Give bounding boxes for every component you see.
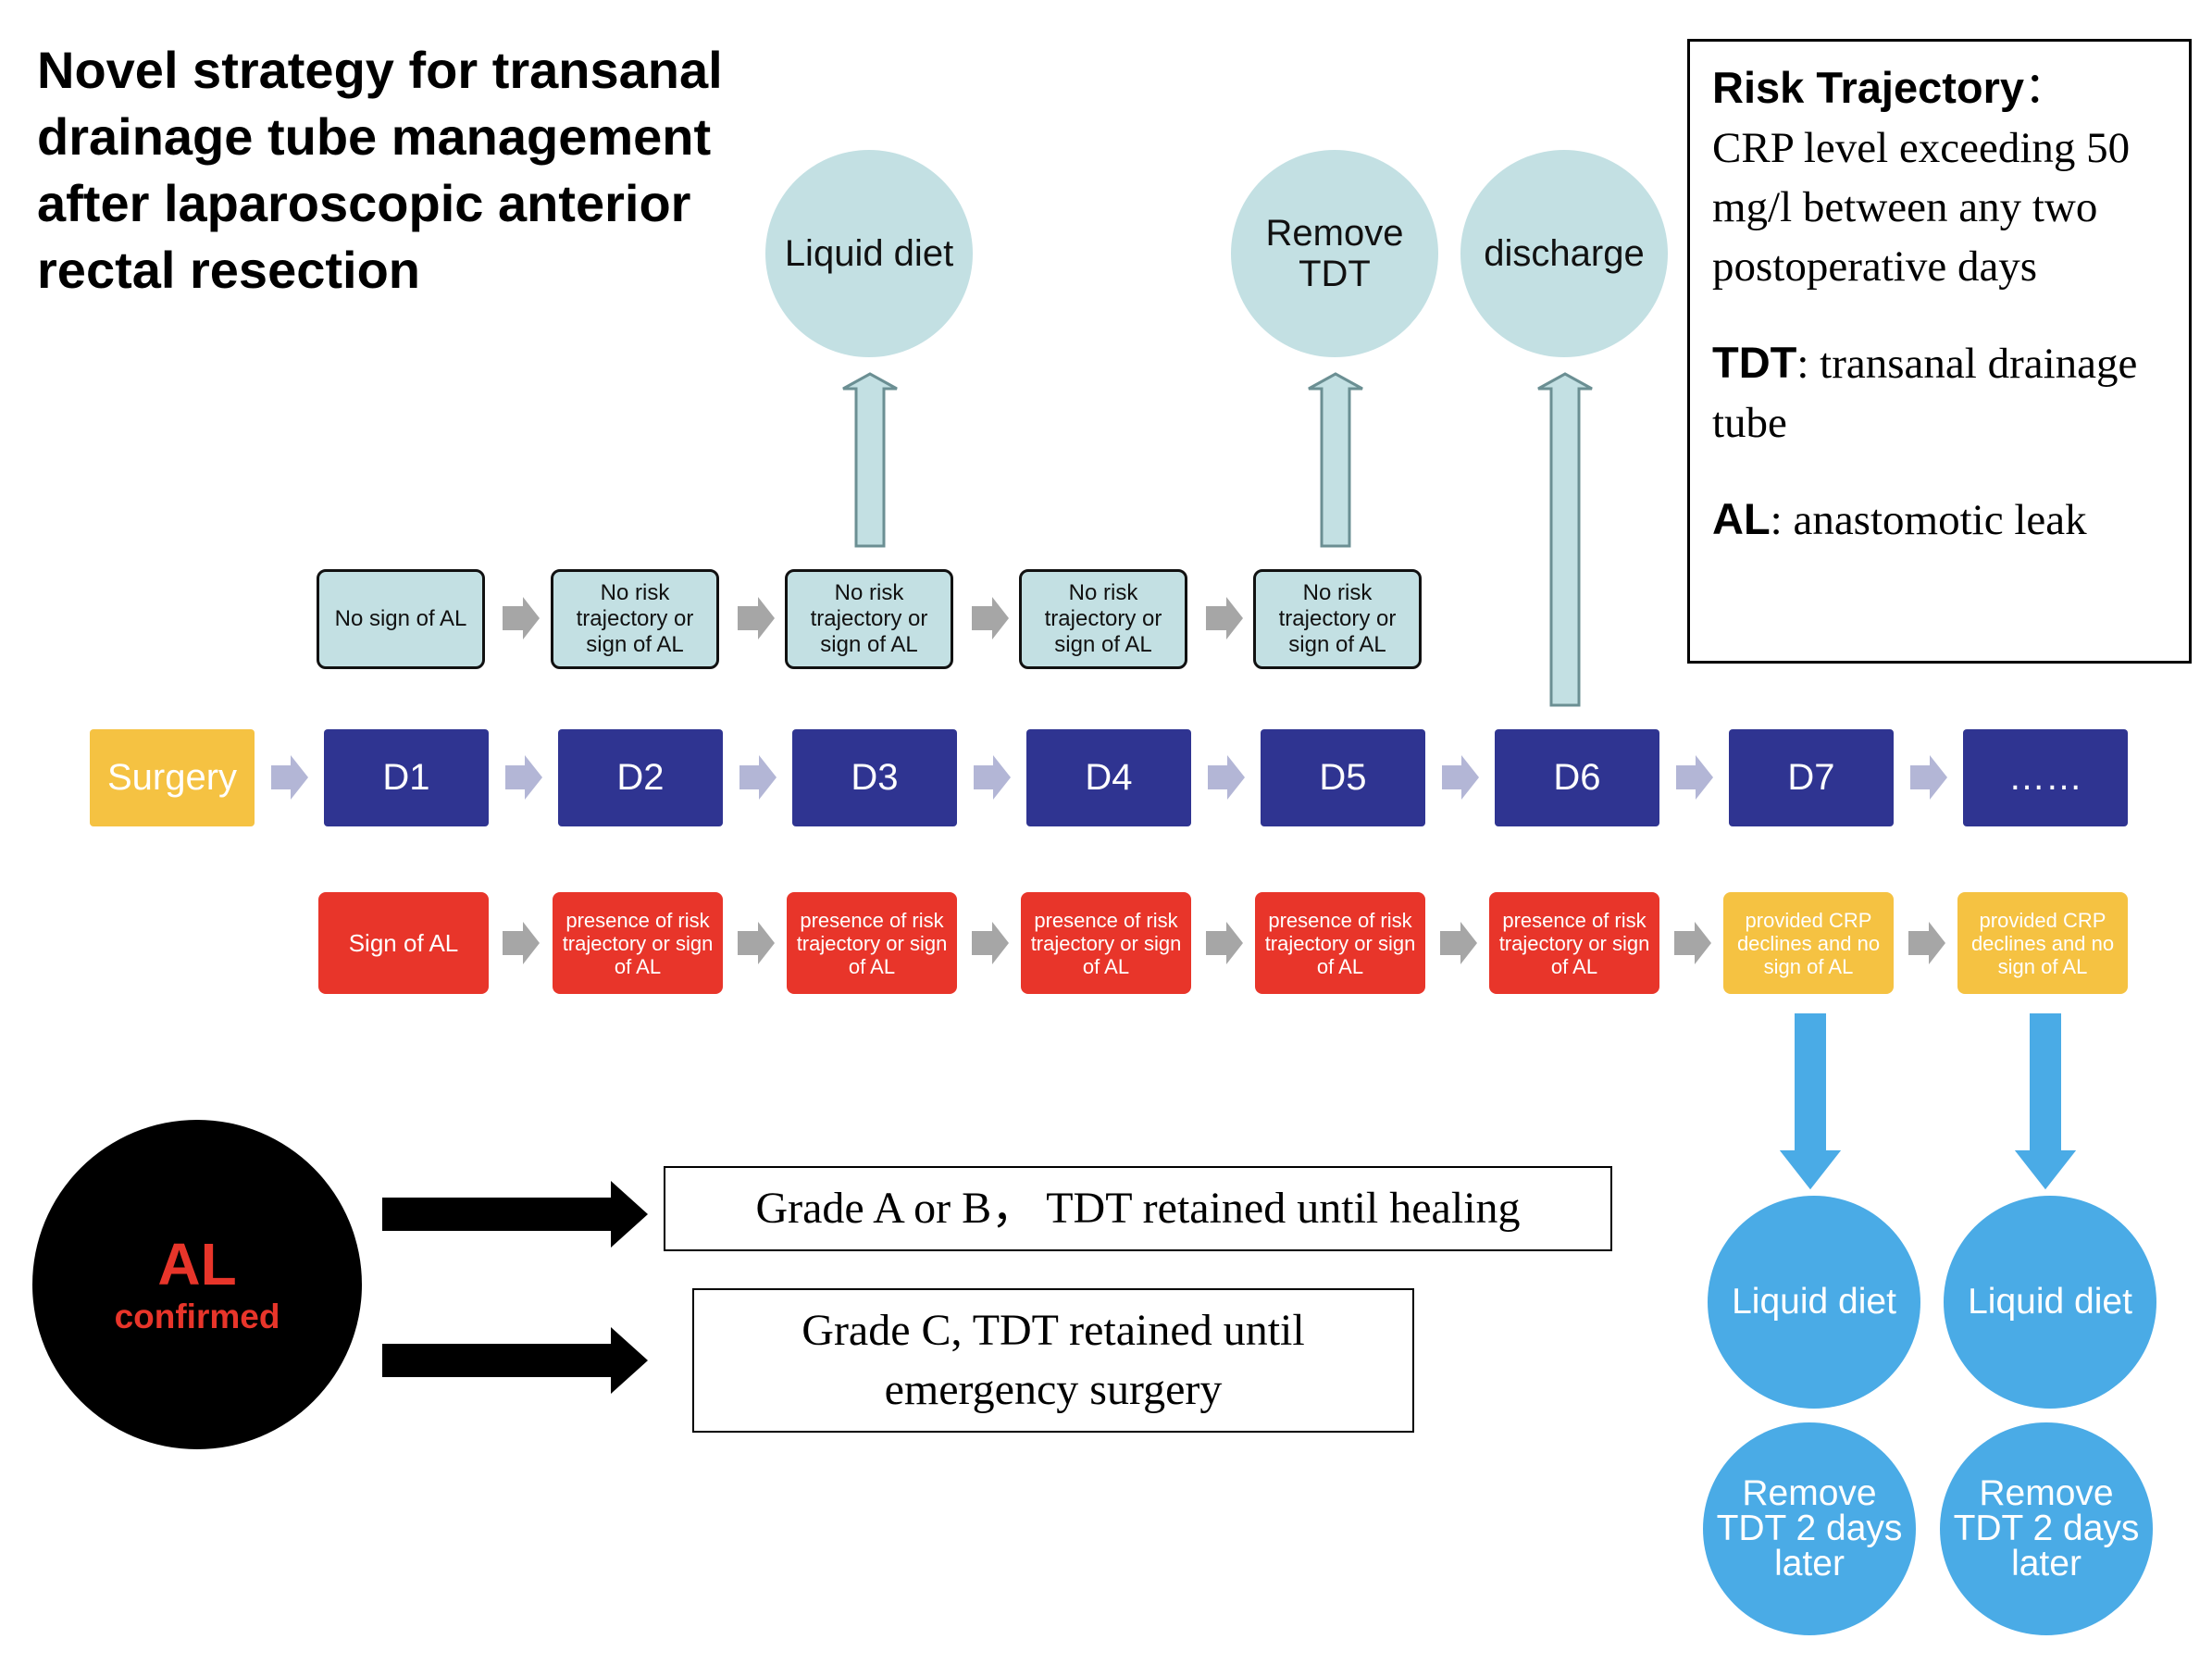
al-confirmed-main: AL — [157, 1231, 237, 1298]
timeline-d4: D4 — [1026, 729, 1191, 826]
grey-arrow — [503, 922, 540, 964]
grey-arrow — [972, 922, 1009, 964]
grey-arrow — [1440, 922, 1477, 964]
timeline-arrow — [974, 755, 1011, 800]
legend-al-term: AL — [1712, 494, 1771, 543]
timeline-arrow — [739, 755, 777, 800]
timeline-arrows — [271, 755, 1947, 800]
grey-arrow — [738, 922, 775, 964]
status-risk-d4: presence of risk trajectory or sign of A… — [1021, 892, 1191, 994]
grey-arrow — [1908, 922, 1945, 964]
legend-al-def: : anastomotic leak — [1770, 496, 2087, 544]
timeline-arrow — [271, 755, 308, 800]
grey-arrow — [1674, 922, 1711, 964]
timeline-d7: D7 — [1729, 729, 1894, 826]
status-risk-d5: presence of risk trajectory or sign of A… — [1255, 892, 1425, 994]
status-no-sign-al: No sign of AL — [317, 569, 485, 669]
timeline-d6: D6 — [1495, 729, 1659, 826]
al-confirmed-circle: AL confirmed — [32, 1120, 362, 1449]
down-arrow-d7 — [1779, 1013, 1842, 1190]
grey-arrow — [1206, 922, 1243, 964]
status-no-risk-d5: No risk trajectory or sign of AL — [1253, 569, 1422, 669]
status-risk-d3: presence of risk trajectory or sign of A… — [787, 892, 957, 994]
status-risk-d6: presence of risk trajectory or sign of A… — [1489, 892, 1659, 994]
legend-risk-term: Risk Trajectory — [1712, 63, 2025, 112]
legend-box: Risk Trajectory： CRP level exceeding 50 … — [1687, 39, 2192, 664]
circle-remove-tdt-d7: Remove TDT 2 days later — [1703, 1422, 1916, 1635]
timeline-d1: D1 — [324, 729, 489, 826]
al-confirmed-sub: confirmed — [114, 1298, 280, 1335]
legend-risk-sep: ： — [2024, 65, 2069, 113]
no-risk-row-arrows — [503, 597, 1243, 640]
status-risk-d2: presence of risk trajectory or sign of A… — [553, 892, 723, 994]
timeline-d3: D3 — [792, 729, 957, 826]
arrow-to-grade-c — [382, 1327, 648, 1394]
grey-arrow — [1206, 597, 1243, 640]
circle-liquid-diet: Liquid diet — [765, 150, 973, 357]
timeline-arrow — [1910, 755, 1947, 800]
status-no-risk-d2: No risk trajectory or sign of AL — [551, 569, 719, 669]
grade-ab-box: Grade A or B， TDT retained until healing — [664, 1166, 1612, 1251]
page-title: Novel strategy for transanal drainage tu… — [37, 41, 723, 299]
risk-row-arrows — [503, 922, 1945, 964]
status-crp-declines-d7: provided CRP declines and no sign of AL — [1723, 892, 1894, 994]
timeline-d2: D2 — [558, 729, 723, 826]
up-arrow-d3 — [842, 372, 898, 548]
up-arrow-d5 — [1308, 372, 1363, 548]
timeline-arrow — [1208, 755, 1245, 800]
circle-liquid-diet-more: Liquid diet — [1944, 1196, 2156, 1409]
grey-arrow — [972, 597, 1009, 640]
timeline-surgery: Surgery — [90, 729, 255, 826]
grey-arrow — [503, 597, 540, 640]
legend-tdt: TDT: transanal drainage tube — [1712, 333, 2167, 453]
status-no-risk-d3: No risk trajectory or sign of AL — [785, 569, 953, 669]
timeline-arrow — [1676, 755, 1713, 800]
up-arrow-d6 — [1537, 372, 1593, 707]
legend-risk-def: CRP level exceeding 50 mg/l between any … — [1712, 124, 2131, 291]
grey-arrow — [738, 597, 775, 640]
legend-tdt-def: : transanal drainage tube — [1712, 340, 2138, 447]
legend-tdt-term: TDT — [1712, 338, 1797, 387]
status-no-risk-d4: No risk trajectory or sign of AL — [1019, 569, 1187, 669]
status-crp-declines-more: provided CRP declines and no sign of AL — [1957, 892, 2128, 994]
circle-liquid-diet-d7: Liquid diet — [1708, 1196, 1920, 1409]
timeline-arrow — [1442, 755, 1479, 800]
legend-risk-trajectory: Risk Trajectory： CRP level exceeding 50 … — [1712, 58, 2167, 296]
circle-remove-tdt-more: Remove TDT 2 days later — [1940, 1422, 2153, 1635]
legend-al: AL: anastomotic leak — [1712, 490, 2167, 550]
circle-discharge: discharge — [1460, 150, 1668, 357]
timeline-d5: D5 — [1261, 729, 1425, 826]
status-sign-of-al: Sign of AL — [318, 892, 489, 994]
grade-c-box: Grade C, TDT retained until emergency su… — [692, 1288, 1414, 1433]
arrow-to-grade-ab — [382, 1181, 648, 1248]
timeline-more: …… — [1963, 729, 2128, 826]
circle-remove-tdt: Remove TDT — [1231, 150, 1438, 357]
timeline-arrow — [505, 755, 542, 800]
down-arrow-more — [2014, 1013, 2077, 1190]
